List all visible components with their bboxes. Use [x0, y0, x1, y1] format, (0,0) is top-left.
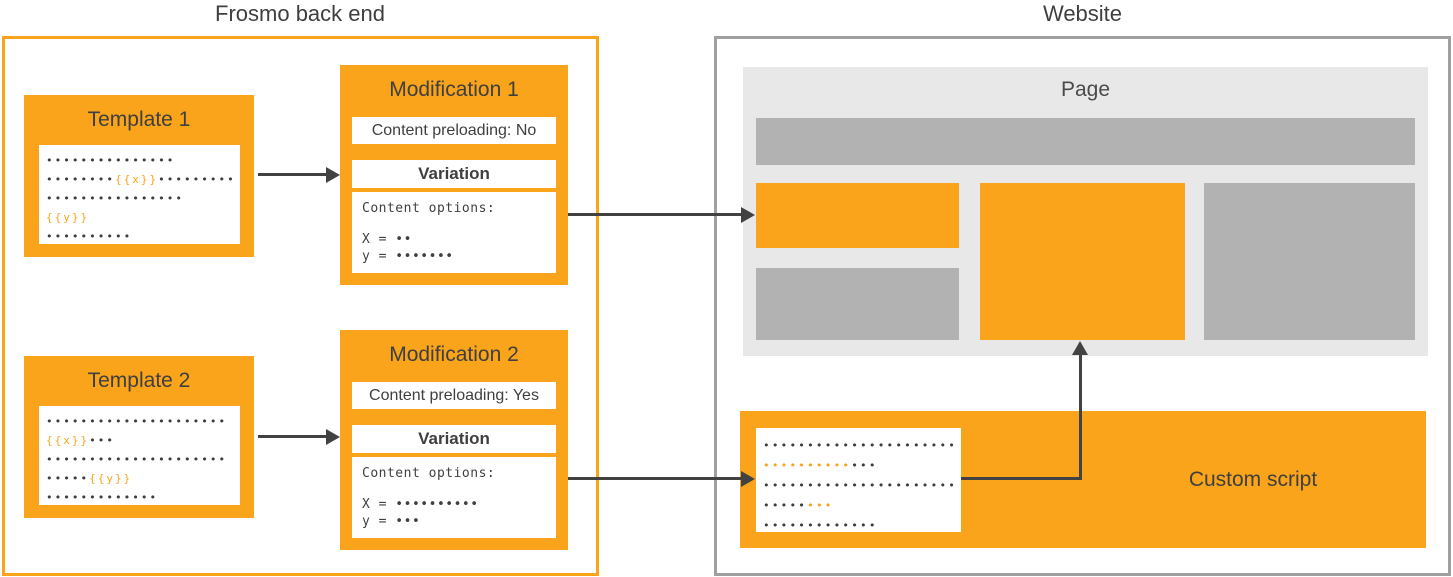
- page-content-placeholder-right: [1204, 183, 1415, 340]
- arrow-script-to-page-horizontal: [961, 477, 1082, 480]
- arrow-modification2-to-script: [568, 477, 741, 480]
- arrow-up-icon: [1072, 341, 1088, 355]
- modification-2-options-label: Content options:: [362, 466, 496, 481]
- custom-script-bar: Custom script ••••••••••••••••••••••••••…: [740, 411, 1426, 548]
- modification-1-y-line: y = •••••••: [362, 249, 454, 264]
- page-content-placeholder-left: [756, 268, 959, 340]
- template-2-title: Template 2: [87, 369, 191, 392]
- arrow-template2-to-modification2: [258, 435, 326, 438]
- template-1-box: Template 1 ••••••••••••••• ••••••••{{x}}•…: [24, 95, 254, 257]
- custom-script-label: Custom script: [1188, 468, 1318, 491]
- page-mockup: Page: [743, 67, 1428, 356]
- template-1-code: ••••••••••••••• ••••••••{{x}}••••••••• •••…: [39, 145, 240, 244]
- backend-container: [2, 36, 599, 576]
- code-line: •••••••••••••••••••••: [46, 415, 228, 428]
- code-line: •••••••••••••••••••••: [46, 453, 228, 466]
- code-line: {{x}}•••: [46, 434, 115, 447]
- modification-2-title: Modification 2: [389, 343, 519, 366]
- website-section-title: Website: [1042, 1, 1123, 26]
- template-2-code-box: ••••••••••••••••••••• {{x}}••• •••••••••••…: [39, 406, 240, 505]
- backend-section-title: Frosmo back end: [215, 1, 385, 26]
- code-line: •••••{{y}}: [46, 472, 133, 485]
- modification-2-box: Modification 2 Content preloading: Yes V…: [340, 330, 568, 550]
- spacer: [362, 217, 546, 231]
- custom-script-code: ••••••••••••••••••••••••••••••••••••••••…: [756, 428, 961, 532]
- arrow-modification1-to-page: [568, 213, 741, 216]
- template-1-code-box: ••••••••••••••• ••••••••{{x}}••••••••• •••…: [39, 145, 240, 244]
- code-line: •••••••••••••: [763, 459, 878, 472]
- page-title: Page: [1060, 78, 1111, 101]
- modification-2-variation-body: Content options: X = •••••••••• y = •••: [352, 457, 556, 538]
- modification-1-options-label: Content options:: [362, 201, 496, 216]
- code-line: ••••••••••••••••••••••: [763, 479, 958, 492]
- modification-1-variation-body: Content options: X = •• y = •••••••: [352, 192, 556, 273]
- template-2-box: Template 2 ••••••••••••••••••••• {{x}}•••…: [24, 356, 254, 518]
- modification-1-variation-header: Variation: [352, 160, 556, 188]
- modification-1-title: Modification 1: [389, 78, 519, 101]
- arrow-right-icon: [741, 471, 755, 487]
- custom-script-code-box: ••••••••••••••••••••••••••••••••••••••••…: [756, 428, 961, 532]
- modification-2-x-line: X = ••••••••••: [362, 497, 479, 512]
- code-line: ••••••••••: [46, 230, 133, 243]
- code-line: ••••••••{{x}}•••••••••: [46, 173, 236, 186]
- page-modification-placement-1: [756, 183, 959, 248]
- code-line: ••••••••: [763, 499, 834, 512]
- code-line: {{y}}: [46, 211, 90, 224]
- page-modification-placement-2: [980, 183, 1185, 340]
- modification-1-x-line: X = ••: [362, 232, 412, 247]
- arrow-template1-to-modification1: [258, 173, 326, 176]
- template-1-title: Template 1: [87, 108, 191, 131]
- modification-2-variation-header: Variation: [352, 425, 556, 453]
- page-header-placeholder: [756, 118, 1415, 165]
- arrow-script-to-page-vertical: [1079, 353, 1082, 480]
- website-container: [714, 36, 1451, 576]
- template-2-code: ••••••••••••••••••••• {{x}}••• •••••••••••…: [39, 406, 240, 505]
- code-line: •••••••••••••••: [46, 154, 176, 167]
- arrow-right-icon: [326, 167, 340, 183]
- code-line: •••••••••••••: [763, 519, 878, 532]
- modification-1-box: Modification 1 Content preloading: No Va…: [340, 65, 568, 285]
- code-line: ••••••••••••••••: [46, 192, 184, 205]
- modification-2-preloading: Content preloading: Yes: [352, 382, 556, 409]
- modification-2-y-line: y = •••: [362, 514, 421, 529]
- spacer: [362, 482, 546, 496]
- arrow-right-icon: [741, 207, 755, 223]
- modification-1-preloading: Content preloading: No: [352, 117, 556, 144]
- code-line: •••••••••••••: [46, 491, 159, 504]
- arrow-right-icon: [326, 429, 340, 445]
- code-line: ••••••••••••••••••••••: [763, 439, 958, 452]
